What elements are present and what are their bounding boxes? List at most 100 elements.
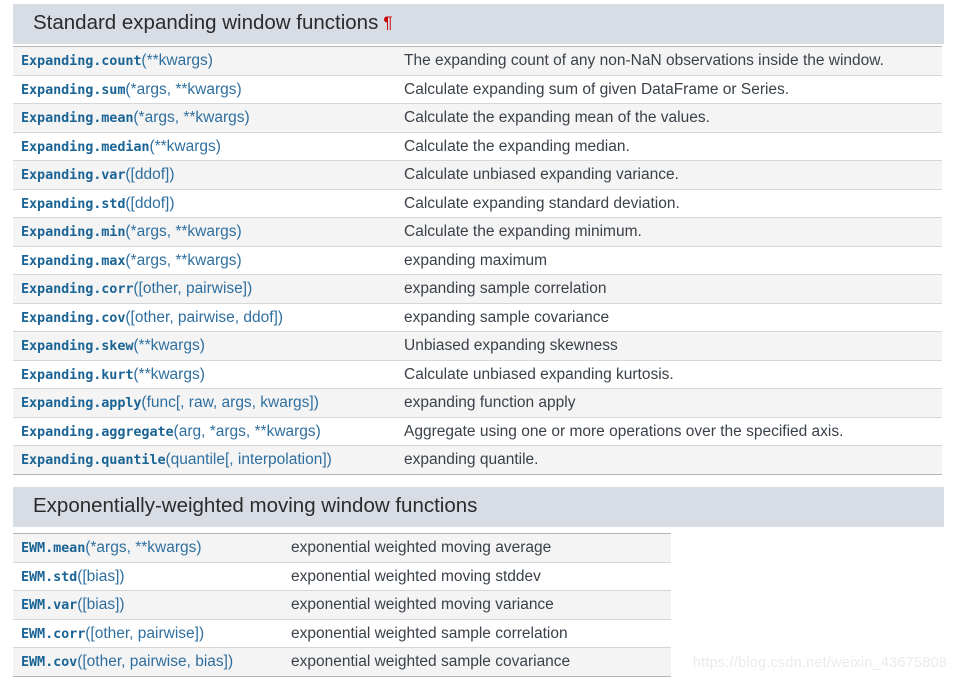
function-args: ([other, pairwise]) <box>133 280 253 298</box>
signature-cell: Expanding.kurt(**kwargs) <box>13 359 396 390</box>
table-row: EWM.std([bias]) exponential weighted mov… <box>13 561 671 592</box>
function-name[interactable]: Expanding.var <box>21 167 126 184</box>
signature-cell: Expanding.mean(*args, **kwargs) <box>13 103 396 133</box>
signature-cell: Expanding.apply(func[, raw, args, kwargs… <box>13 388 396 418</box>
function-name[interactable]: Expanding.kurt <box>21 366 134 383</box>
description-cell: exponential weighted moving variance <box>283 590 671 620</box>
signature-cell: Expanding.sum(*args, **kwargs) <box>13 74 396 105</box>
description-cell: expanding sample covariance <box>396 302 942 333</box>
signature-cell: EWM.mean(*args, **kwargs) <box>13 533 283 563</box>
function-name[interactable]: Expanding.skew <box>21 338 134 355</box>
signature-cell: Expanding.skew(**kwargs) <box>13 331 396 361</box>
signature-cell: Expanding.var([ddof]) <box>13 160 396 190</box>
function-name[interactable]: EWM.var <box>21 597 78 614</box>
description-cell: exponential weighted sample correlation <box>283 618 671 649</box>
table-row: Expanding.max(*args, **kwargs) expanding… <box>13 245 942 276</box>
description-cell: exponential weighted sample covariance <box>283 647 671 677</box>
function-args: (*args, **kwargs) <box>125 80 242 98</box>
function-args: (**kwargs) <box>149 137 221 155</box>
function-args: (**kwargs) <box>141 52 213 69</box>
description-cell: Calculate unbiased expanding variance. <box>396 160 942 190</box>
description-cell: exponential weighted moving average <box>283 533 671 563</box>
table-row: EWM.cov([other, pairwise, bias]) exponen… <box>13 647 671 677</box>
function-name[interactable]: Expanding.apply <box>21 395 142 412</box>
function-args: (*args, **kwargs) <box>125 251 242 269</box>
function-name[interactable]: EWM.corr <box>21 625 86 642</box>
function-args: ([ddof]) <box>125 194 175 212</box>
description-cell: Calculate expanding standard deviation. <box>396 188 942 219</box>
signature-cell: Expanding.corr([other, pairwise]) <box>13 274 396 304</box>
section-title-ewm: Exponentially-weighted moving window fun… <box>33 494 478 517</box>
description-cell: expanding function apply <box>396 388 942 418</box>
description-cell: Aggregate using one or more operations o… <box>396 416 942 447</box>
function-name[interactable]: Expanding.sum <box>21 81 126 98</box>
table-wrapper-expanding: Expanding.count(**kwargs) The expanding … <box>13 46 942 475</box>
function-table-expanding: Expanding.count(**kwargs) The expanding … <box>13 46 942 475</box>
function-args: ([other, pairwise, bias]) <box>77 653 234 671</box>
table-row: Expanding.std([ddof]) Calculate expandin… <box>13 188 942 219</box>
table-row: Expanding.quantile(quantile[, interpolat… <box>13 445 942 475</box>
table-row: Expanding.min(*args, **kwargs) Calculate… <box>13 217 942 247</box>
description-cell: Calculate the expanding minimum. <box>396 217 942 247</box>
description-cell: expanding sample correlation <box>396 274 942 304</box>
anchor-pilcrow-icon[interactable]: ¶ <box>383 13 393 32</box>
table-row: EWM.mean(*args, **kwargs) exponential we… <box>13 533 671 563</box>
signature-cell: EWM.cov([other, pairwise, bias]) <box>13 647 283 677</box>
function-args: (**kwargs) <box>133 337 205 355</box>
function-name[interactable]: Expanding.quantile <box>21 452 166 469</box>
description-cell: The expanding count of any non-NaN obser… <box>396 46 942 76</box>
table-row: Expanding.sum(*args, **kwargs) Calculate… <box>13 74 942 105</box>
function-args: (*args, **kwargs) <box>85 539 202 556</box>
table-row: Expanding.median(**kwargs) Calculate the… <box>13 131 942 162</box>
signature-cell: Expanding.aggregate(arg, *args, **kwargs… <box>13 416 396 447</box>
table-row: Expanding.cov([other, pairwise, ddof]) e… <box>13 302 942 333</box>
table-row: Expanding.apply(func[, raw, args, kwargs… <box>13 388 942 418</box>
table-row: Expanding.aggregate(arg, *args, **kwargs… <box>13 416 942 447</box>
function-args: ([bias]) <box>77 567 125 585</box>
table-body-ewm: EWM.mean(*args, **kwargs) exponential we… <box>13 533 671 677</box>
description-cell: Calculate unbiased expanding kurtosis. <box>396 359 942 390</box>
function-args: (func[, raw, args, kwargs]) <box>141 394 319 412</box>
description-cell: Calculate expanding sum of given DataFra… <box>396 74 942 105</box>
function-args: ([bias]) <box>77 596 125 614</box>
function-name[interactable]: EWM.std <box>21 568 78 585</box>
function-args: ([ddof]) <box>125 166 175 184</box>
description-cell: Calculate the expanding median. <box>396 131 942 162</box>
table-row: Expanding.skew(**kwargs) Unbiased expand… <box>13 331 942 361</box>
description-cell: exponential weighted moving stddev <box>283 561 671 592</box>
function-name[interactable]: Expanding.count <box>21 53 142 69</box>
signature-cell: Expanding.count(**kwargs) <box>13 46 396 76</box>
table-row: EWM.var([bias]) exponential weighted mov… <box>13 590 671 620</box>
signature-cell: EWM.var([bias]) <box>13 590 283 620</box>
table-row: Expanding.kurt(**kwargs) Calculate unbia… <box>13 359 942 390</box>
function-name[interactable]: Expanding.mean <box>21 110 134 127</box>
table-row: Expanding.count(**kwargs) The expanding … <box>13 46 942 76</box>
function-name[interactable]: Expanding.std <box>21 195 126 212</box>
function-args: (*args, **kwargs) <box>133 109 250 127</box>
function-name[interactable]: EWM.cov <box>21 654 78 671</box>
signature-cell: Expanding.max(*args, **kwargs) <box>13 245 396 276</box>
function-name[interactable]: EWM.mean <box>21 540 86 556</box>
function-args: (arg, *args, **kwargs) <box>173 422 321 440</box>
function-name[interactable]: Expanding.min <box>21 224 126 241</box>
signature-cell: Expanding.min(*args, **kwargs) <box>13 217 396 247</box>
function-name[interactable]: Expanding.max <box>21 252 126 269</box>
function-name[interactable]: Expanding.aggregate <box>21 423 174 440</box>
function-name[interactable]: Expanding.cov <box>21 309 126 326</box>
signature-cell: EWM.std([bias]) <box>13 561 283 592</box>
function-name[interactable]: Expanding.corr <box>21 281 134 298</box>
function-name[interactable]: Expanding.median <box>21 138 150 155</box>
signature-cell: Expanding.std([ddof]) <box>13 188 396 219</box>
function-table-ewm: EWM.mean(*args, **kwargs) exponential we… <box>13 533 671 677</box>
table-row: Expanding.corr([other, pairwise]) expand… <box>13 274 942 304</box>
signature-cell: Expanding.cov([other, pairwise, ddof]) <box>13 302 396 333</box>
table-row: EWM.corr([other, pairwise]) exponential … <box>13 618 671 649</box>
section-header-expanding: Standard expanding window functions¶ <box>13 4 944 44</box>
description-cell: Unbiased expanding skewness <box>396 331 942 361</box>
function-args: (quantile[, interpolation]) <box>165 451 332 469</box>
function-args: ([other, pairwise, ddof]) <box>125 308 284 326</box>
signature-cell: EWM.corr([other, pairwise]) <box>13 618 283 649</box>
function-args: (**kwargs) <box>133 365 205 383</box>
signature-cell: Expanding.median(**kwargs) <box>13 131 396 162</box>
